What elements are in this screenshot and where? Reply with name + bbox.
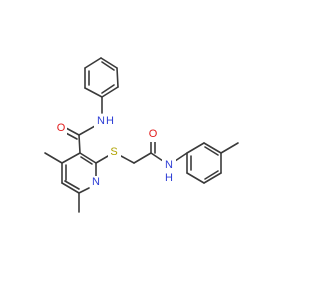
- structure-svg: N H O S O N H N: [44, 57, 239, 213]
- bond-ph1-b: [116, 67, 119, 88]
- bond-py-inner1: [80, 156, 93, 165]
- bond-c-c3: [78, 134, 81, 154]
- anilide-n-label: N: [165, 159, 173, 171]
- bond-ph1-inner2: [101, 84, 115, 94]
- carboxamide-n-label: N: [97, 115, 105, 127]
- sulfur-label: S: [110, 146, 117, 158]
- bond-ph1-a: [100, 57, 118, 69]
- bond-ph1-inner1: [101, 61, 115, 71]
- bond-tol-b: [203, 142, 222, 154]
- bond-layer: [44, 57, 239, 213]
- atom-layer: N H O S O N H N: [55, 115, 176, 190]
- bond-ph1-c: [101, 86, 119, 98]
- atom-pyridine-n: N: [90, 176, 102, 190]
- bond-py-c6-c5: [61, 182, 80, 194]
- bond-tol-me: [220, 142, 239, 154]
- bond-ph1-d: [84, 87, 103, 98]
- bond-c2-s: [95, 155, 109, 164]
- anilide-h-label: H: [165, 172, 173, 184]
- bond-py-c3-c2: [79, 152, 97, 164]
- bond-tol-a: [186, 142, 205, 154]
- carboxamide-h-label: H: [106, 115, 114, 127]
- bond-py-n-c6: [78, 187, 90, 194]
- bond-tol-inner1: [204, 146, 219, 156]
- atom-anilide-nh: N H: [162, 158, 176, 184]
- atom-sulfur: S: [108, 146, 121, 160]
- bond-n2-tol: [174, 152, 188, 162]
- bond-tol-inner2: [204, 170, 219, 180]
- atom-carbonyl-o1: O: [55, 122, 67, 136]
- bond-c-n2: [150, 152, 164, 162]
- bond-n1-c: [78, 125, 96, 136]
- bond-s-ch2: [120, 155, 135, 164]
- bond-tol-e: [186, 172, 205, 184]
- bond-py-inner2: [64, 180, 80, 190]
- bond-c4-me: [44, 152, 63, 164]
- bond-tol-d: [203, 172, 222, 184]
- atom-carboxamide-nh: N H: [94, 115, 116, 129]
- atom-carbonyl-o2: O: [147, 128, 159, 142]
- carbonyl-o1-label: O: [57, 122, 66, 134]
- carbonyl-o2-label: O: [149, 128, 158, 140]
- bond-c-o1-a: [65, 127, 80, 136]
- bond-ch2-c: [133, 152, 152, 164]
- pyridine-n-label: N: [92, 176, 100, 188]
- molecule-structure-diagram: N H O S O N H N: [44, 57, 239, 213]
- bond-ph1-f: [84, 57, 102, 69]
- bond-py-c4-c3: [61, 152, 81, 164]
